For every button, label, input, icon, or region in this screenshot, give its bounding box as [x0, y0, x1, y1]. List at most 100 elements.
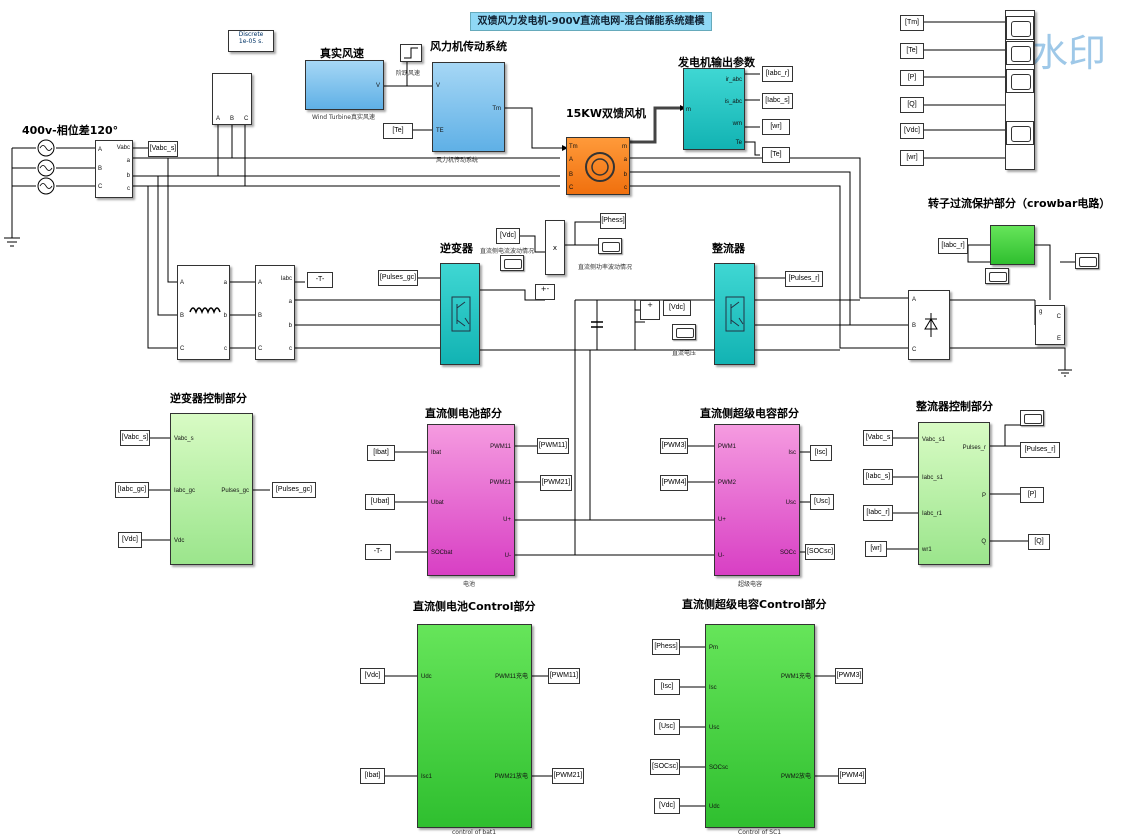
tag-b-t[interactable]: -T-: [365, 544, 391, 560]
supercap-block[interactable]: PWM1 PWM2 U+ U- Isc Usc SOCc: [714, 424, 800, 576]
inverter-title: 逆变器: [440, 242, 473, 255]
step-wind-block[interactable]: [400, 44, 422, 62]
grid-filter-inductor[interactable]: A B C a b c: [177, 265, 230, 360]
tag-wr-scope[interactable]: [wr]: [900, 150, 924, 166]
tag-sc-pwm3[interactable]: [PWM3]: [835, 668, 863, 684]
multiplier-block[interactable]: x: [545, 220, 565, 275]
inverter-control-block[interactable]: Vabc_s Iabc_gc Vdc Pulses_gc: [170, 413, 253, 565]
tag-t-gc[interactable]: -T-: [307, 272, 333, 288]
drive-train-caption: 风力机传动系统: [436, 157, 479, 164]
tag-sc-phess[interactable]: [Phess]: [652, 639, 680, 655]
vi-measurement-block[interactable]: A B C Vabc a b c: [95, 140, 133, 198]
supercap-caption: 超级电容: [738, 581, 763, 588]
tag-b-pwm11[interactable]: [PWM11]: [537, 438, 569, 454]
generator-output-title: 发电机输出参数: [678, 56, 755, 69]
tag-iabc-s[interactable]: [Iabc_s]: [762, 93, 793, 109]
power-scope[interactable]: [598, 238, 622, 254]
tag-s-pwm3[interactable]: [PWM3]: [660, 438, 688, 454]
tag-vdc-mid[interactable]: [Vdc]: [496, 228, 520, 244]
rectifier-control-block[interactable]: Vabc_s1 Iabc_s1 Iabc_r1 wr1 Pulses_r P Q: [918, 422, 990, 565]
tag-b-pwm21[interactable]: [PWM21]: [540, 475, 572, 491]
tag-s-isc[interactable]: [Isc]: [810, 445, 832, 461]
three-phase-ground-block[interactable]: A B C: [212, 73, 252, 125]
tag-rc-iabc-r[interactable]: [Iabc_r]: [863, 505, 893, 521]
tag-sc-usc[interactable]: [Usc]: [654, 719, 680, 735]
tag-rc-pulses[interactable]: [Pulses_r]: [1020, 442, 1060, 458]
tag-vdc-out[interactable]: [Vdc]: [663, 300, 691, 316]
tag-bc-pwm11[interactable]: [PWM11]: [548, 668, 580, 684]
tag-vabc-s[interactable]: [Vabc_s]: [148, 141, 178, 157]
bat-out-ibat: Ibat: [431, 450, 442, 456]
tag-rc-p[interactable]: [P]: [1020, 487, 1044, 503]
crowbar-igbt[interactable]: g C E: [1035, 305, 1065, 345]
tag-ic-vdc[interactable]: [Vdc]: [118, 532, 142, 548]
tag-pulses-gc[interactable]: [Pulses_gc]: [378, 270, 418, 286]
tag-p-scope[interactable]: [P]: [900, 70, 924, 86]
powergui-discrete-block[interactable]: Discrete 1e-05 s.: [228, 30, 274, 52]
tag-s-pwm4[interactable]: [PWM4]: [660, 475, 688, 491]
tag-rc-iabc-s[interactable]: [Iabc_s]: [863, 469, 893, 485]
tag-bc-vdc[interactable]: [Vdc]: [360, 668, 385, 684]
battery-control-block[interactable]: Udc Isc1 PWM11充电 PWM21放电: [417, 624, 532, 828]
crowbar-scope-2[interactable]: [985, 268, 1009, 284]
inverter-block[interactable]: [440, 263, 480, 365]
tag-te[interactable]: [Te]: [762, 147, 790, 163]
tag-tm-scope[interactable]: [Tm]: [900, 15, 924, 31]
sc-in-pwm2: PWM2: [718, 480, 736, 486]
tag-bc-pwm21[interactable]: [PWM21]: [552, 768, 584, 784]
rect-pulse-scope[interactable]: [1020, 410, 1044, 426]
tag-sc-vdc[interactable]: [Vdc]: [654, 798, 680, 814]
gsm-in-b: B: [258, 313, 263, 319]
tag-b-ibat[interactable]: [Ibat]: [367, 445, 395, 461]
demux-in-m: m: [686, 107, 691, 113]
tag-rc-vabc-s[interactable]: [Vabc_s: [863, 430, 893, 446]
tag-sc-isc[interactable]: [Isc]: [654, 679, 680, 695]
grid-side-measurement[interactable]: A B C Iabc a b c: [255, 265, 295, 360]
crowbar-scope-1[interactable]: [1075, 253, 1099, 269]
gsm-iabc: Iabc: [280, 276, 292, 282]
tag-phess[interactable]: [Phess]: [600, 213, 626, 229]
demux-block[interactable]: m ir_abc is_abc wm Te: [683, 68, 745, 150]
filter-in-b: B: [180, 313, 185, 319]
tag-iabc-r-input[interactable]: [Iabc_r]: [938, 238, 968, 254]
tag-wr[interactable]: [wr]: [762, 119, 790, 135]
scope-3-icon: [1006, 69, 1034, 93]
wind-speed-title: 真实风速: [320, 47, 364, 60]
tag-ic-iabc-gc[interactable]: [Iabc_gc]: [115, 482, 149, 498]
tag-vdc-scope[interactable]: [Vdc]: [900, 123, 924, 139]
supercap-control-block[interactable]: Pm Isc Usc SOCsc Udc PWM1充电 PWM2放电: [705, 624, 815, 828]
ground-port-a: A: [216, 116, 221, 122]
tag-q-scope[interactable]: [Q]: [900, 97, 924, 113]
current-sum-block[interactable]: +-: [535, 284, 555, 300]
wind-turbine-block[interactable]: V: [305, 60, 384, 110]
bc-in-udc: Udc: [421, 674, 432, 680]
inverter-control-title: 逆变器控制部分: [170, 392, 247, 405]
tag-iabc-r[interactable]: [Iabc_r]: [762, 66, 793, 82]
bat-out-ubat: Ubat: [431, 500, 444, 506]
tag-sc-socsc[interactable]: [SOCsc]: [650, 759, 680, 775]
tag-pulses-r[interactable]: [Pulses_r]: [785, 271, 823, 287]
battery-block[interactable]: Ibat Ubat SOCbat PWM11 PWM21 U+ U-: [427, 424, 515, 576]
crowbar-diode-bridge[interactable]: A B C: [908, 290, 950, 360]
multi-scope-panel[interactable]: [1005, 10, 1035, 170]
tag-te-scope[interactable]: [Te]: [900, 43, 924, 59]
tag-rc-q[interactable]: [Q]: [1028, 534, 1050, 550]
tag-s-socsc[interactable]: [SOCsc]: [805, 544, 835, 560]
tag-sc-pwm4[interactable]: [PWM4]: [838, 768, 866, 784]
scope-1-icon: [1006, 16, 1034, 40]
tag-bc-ibat[interactable]: [Ibat]: [360, 768, 385, 784]
current-scope[interactable]: [500, 255, 524, 271]
tag-b-ubat[interactable]: [Ubat]: [365, 494, 395, 510]
crowbar-control-block[interactable]: [990, 225, 1035, 265]
dfig-machine-block[interactable]: Tm A B C m a b c: [566, 137, 630, 195]
voltage-sum-block[interactable]: +: [640, 300, 660, 320]
watermark: 水印: [1030, 31, 1107, 75]
voltage-scope[interactable]: [672, 324, 696, 340]
drive-train-block[interactable]: V TE Tm: [432, 62, 505, 152]
tag-te-input[interactable]: [Te]: [383, 123, 413, 139]
tag-rc-wr[interactable]: [wr]: [865, 541, 887, 557]
tag-ic-vabc-s[interactable]: [Vabc_s]: [120, 430, 150, 446]
rectifier-block[interactable]: [714, 263, 755, 365]
tag-s-usc[interactable]: [Usc]: [810, 494, 834, 510]
tag-ic-pulses[interactable]: [Pulses_gc]: [272, 482, 316, 498]
